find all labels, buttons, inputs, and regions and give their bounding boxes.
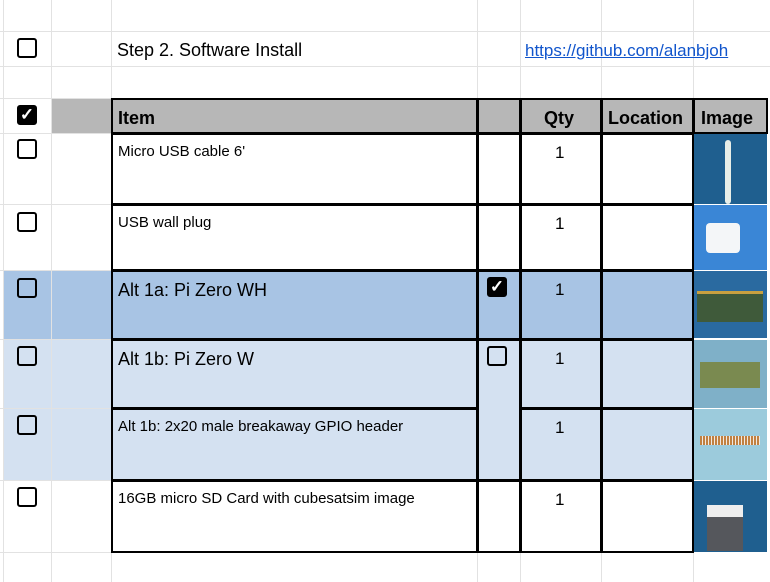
pi-zero-w-photo: [694, 340, 767, 408]
location-cell[interactable]: [601, 270, 694, 340]
row-checkbox[interactable]: [17, 346, 37, 366]
row-checkbox[interactable]: [17, 139, 37, 159]
header-location: Location: [601, 98, 694, 134]
item-cell: Micro USB cable 6': [111, 133, 478, 205]
location-cell[interactable]: [601, 480, 694, 553]
header-qty: Qty: [520, 98, 602, 134]
github-link[interactable]: https://github.com/alanbjoh: [525, 41, 729, 60]
header-image: Image: [693, 98, 768, 134]
location-cell[interactable]: [601, 204, 694, 271]
item-cell: Alt 1b: Pi Zero W: [111, 339, 478, 409]
gpio-header-photo: [694, 409, 767, 480]
qty-cell: 1: [520, 408, 602, 481]
usb-wall-plug-photo: [694, 205, 767, 270]
qty-cell: 1: [520, 270, 602, 340]
alt-cell: [477, 133, 521, 205]
item-cell: Alt 1a: Pi Zero WH: [111, 270, 478, 340]
header-alt: [477, 98, 521, 134]
pi-zero-wh-photo: [694, 271, 767, 338]
row-checkbox[interactable]: [17, 278, 37, 298]
location-cell[interactable]: [601, 339, 694, 409]
qty-cell: 1: [520, 204, 602, 271]
alt-cell: [477, 480, 521, 553]
item-cell: Alt 1b: 2x20 male breakaway GPIO header: [111, 408, 478, 481]
location-cell[interactable]: [601, 133, 694, 205]
header-item: Item: [111, 98, 478, 134]
step-title: Step 2. Software Install: [117, 40, 303, 60]
row-checkbox[interactable]: [17, 487, 37, 507]
qty-cell: 1: [520, 480, 602, 553]
header-row-bg: [51, 98, 111, 133]
item-cell: USB wall plug: [111, 204, 478, 271]
row-checkbox[interactable]: [17, 415, 37, 435]
row-highlight-alt1a: [3, 270, 693, 339]
row-checkbox[interactable]: [17, 212, 37, 232]
alt-checkbox[interactable]: [487, 346, 507, 366]
location-cell[interactable]: [601, 408, 694, 481]
qty-cell: 1: [520, 133, 602, 205]
alt-checkbox[interactable]: ✓: [487, 277, 507, 297]
qty-cell: 1: [520, 339, 602, 409]
step-checkbox[interactable]: [17, 38, 37, 58]
alt-cell: [477, 204, 521, 271]
sd-card-photo: [694, 481, 767, 552]
select-all-checkbox[interactable]: ✓: [17, 105, 37, 125]
item-cell: 16GB micro SD Card with cubesatsim image: [111, 480, 478, 553]
micro-usb-cable-photo: [694, 134, 767, 204]
